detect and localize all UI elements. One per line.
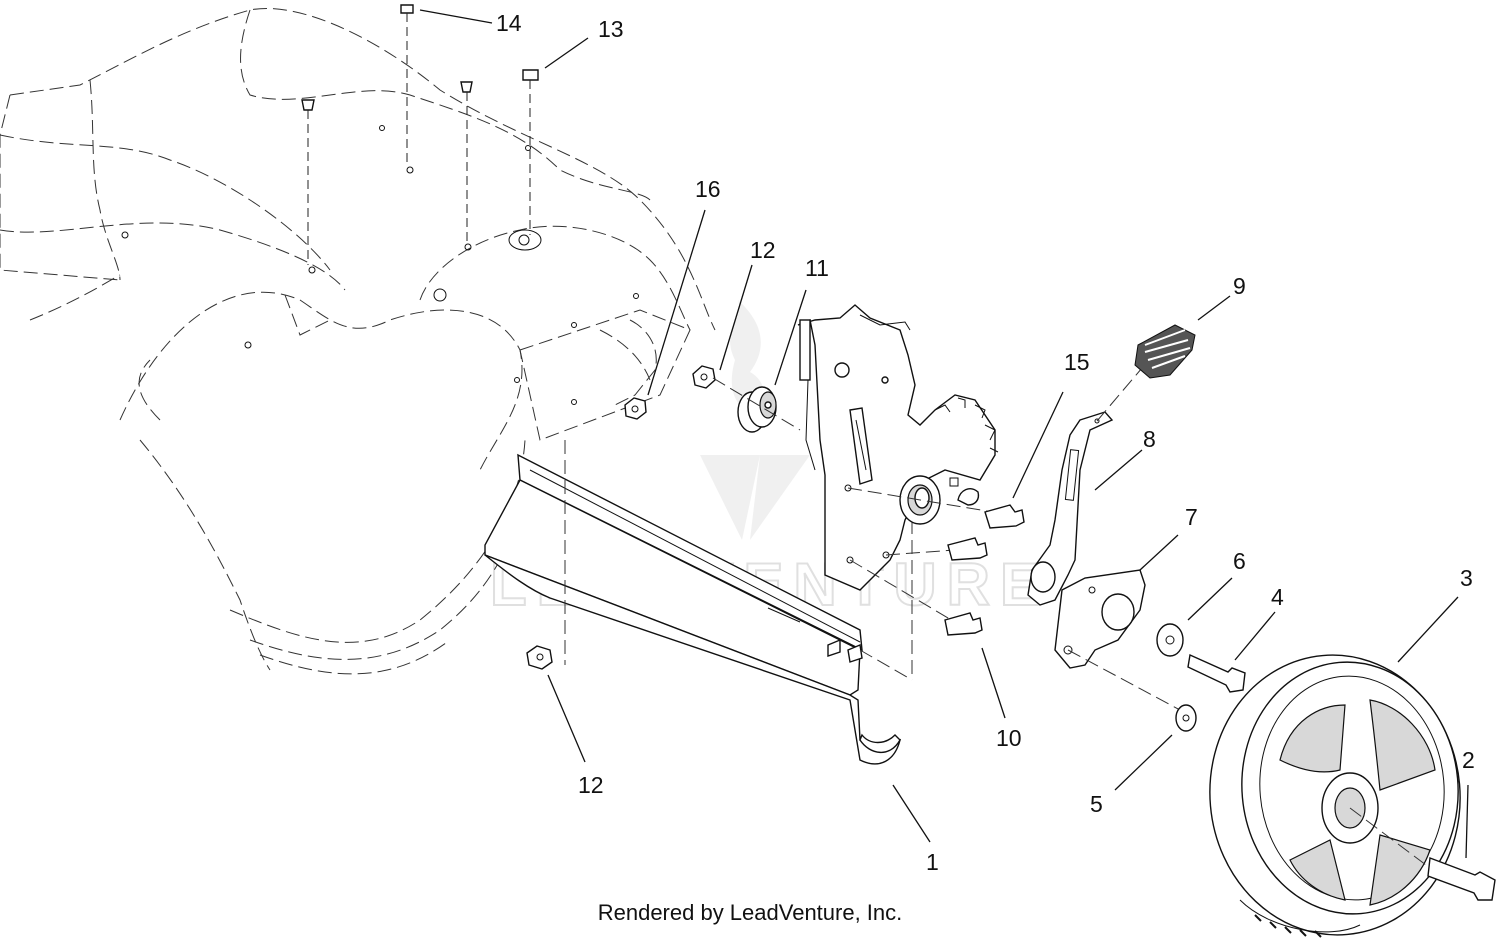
plug-13 [522, 69, 539, 81]
callout-15: 15 [1064, 349, 1090, 375]
adjust-lever-8 [1027, 367, 1143, 606]
knob-9 [1134, 324, 1196, 379]
washer-6 [1156, 623, 1184, 657]
leader-lines [419, 9, 1469, 859]
bolts-10-15 [847, 487, 1025, 636]
bolt-4 [1187, 653, 1246, 693]
axle-bolt-2 [1349, 807, 1496, 901]
plug-14 [400, 4, 414, 14]
washer-5 [1175, 704, 1197, 732]
callout-12-upper: 12 [750, 237, 776, 263]
callout-3: 3 [1460, 565, 1473, 591]
deck-plugs [301, 4, 539, 265]
callout-12-lower: 12 [578, 772, 604, 798]
callout-8: 8 [1143, 426, 1156, 452]
callout-14: 14 [496, 10, 522, 36]
nuts-12 [526, 365, 716, 670]
callout-6: 6 [1233, 548, 1246, 574]
callout-7: 7 [1185, 504, 1198, 530]
callout-10: 10 [996, 725, 1022, 751]
render-credit: Rendered by LeadVenture, Inc. [597, 900, 903, 925]
callout-16: 16 [695, 176, 721, 202]
callout-13: 13 [598, 16, 624, 42]
callout-11: 11 [805, 255, 829, 281]
callout-4: 4 [1271, 584, 1284, 610]
callout-9: 9 [1233, 273, 1246, 299]
callout-5: 5 [1090, 791, 1103, 817]
callout-2: 2 [1462, 747, 1475, 773]
wheel-bracket-7 [1054, 569, 1181, 711]
callout-labels: 1 2 3 4 5 6 7 8 9 10 11 12 12 13 14 15 1… [496, 10, 1475, 875]
wheel-3 [1209, 654, 1461, 938]
callout-1: 1 [926, 849, 939, 875]
rear-flap-part-1 [484, 440, 913, 765]
bushing-11 [712, 377, 801, 433]
